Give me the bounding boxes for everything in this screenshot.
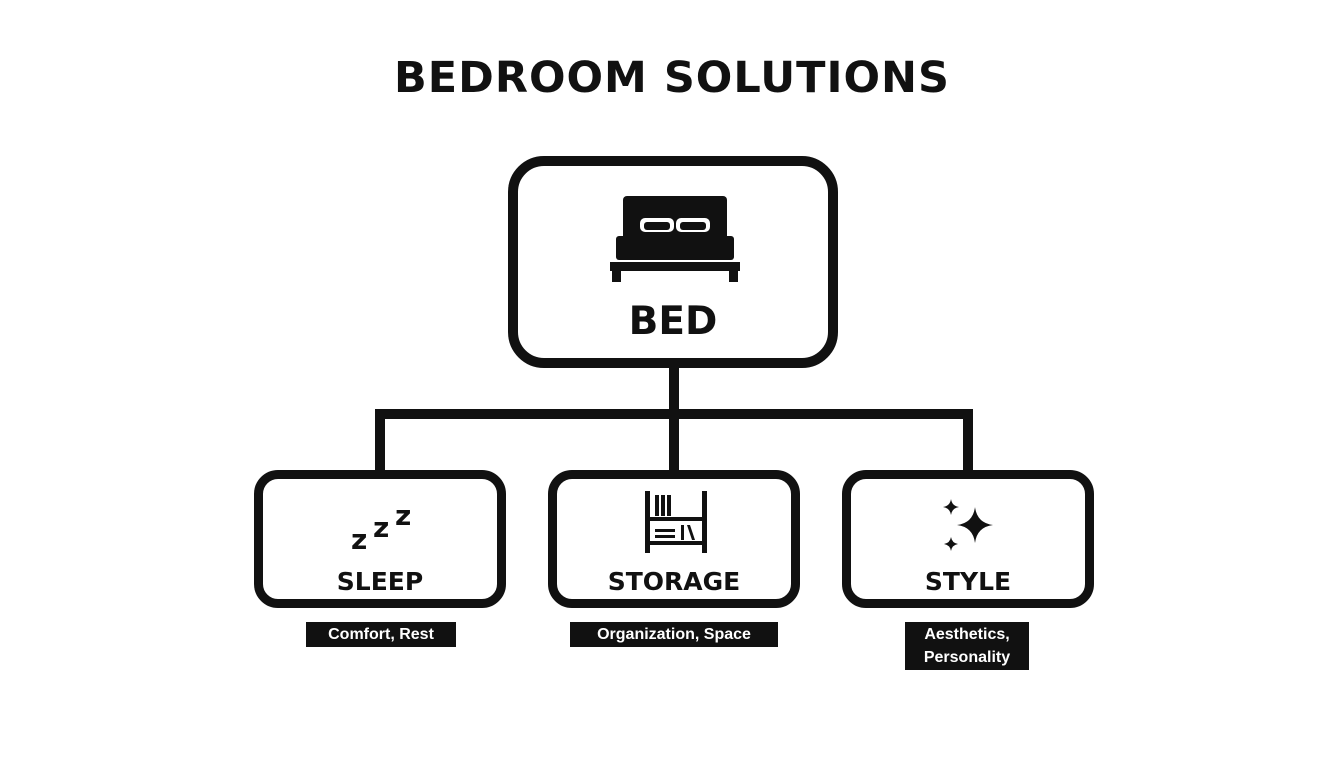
root-node-bed: BED [508, 156, 838, 368]
child-label-storage: STORAGE [607, 567, 741, 596]
child-node-style: STYLE [842, 470, 1094, 608]
child-node-storage: STORAGE [548, 470, 800, 608]
bed-icon [610, 196, 740, 282]
caption-storage: Organization, Space [570, 622, 778, 647]
root-label: BED [628, 299, 718, 344]
svg-text:z: z [373, 511, 389, 544]
svg-text:z: z [351, 523, 367, 555]
child-node-sleep: z z z SLEEP [254, 470, 506, 608]
diagram-title: BEDROOM SOLUTIONS [394, 53, 950, 103]
caption-style: Aesthetics, Personality [905, 622, 1029, 670]
child-label-sleep: SLEEP [336, 567, 424, 596]
zzz-sleep-icon: z z z [351, 499, 411, 555]
svg-text:z: z [395, 499, 411, 532]
bookshelf-icon [645, 491, 707, 553]
sparkles-icon [943, 499, 993, 551]
caption-sleep: Comfort, Rest [306, 622, 456, 647]
child-label-style: STYLE [924, 567, 1012, 596]
